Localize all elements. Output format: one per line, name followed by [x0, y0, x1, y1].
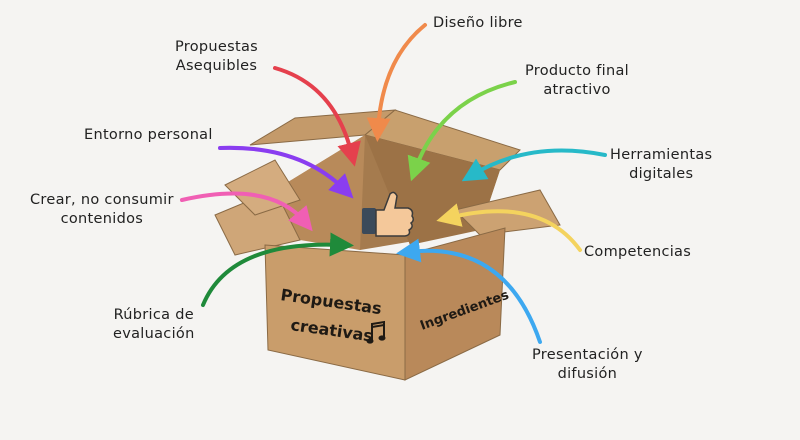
- label-producto-final-line2: atractivo: [543, 82, 611, 98]
- label-presentacion: Presentación y difusión: [532, 346, 643, 384]
- label-rubrica: Rúbrica de evaluación: [113, 306, 195, 344]
- arrow-diseno-libre: [366, 23, 427, 142]
- label-producto-final: Producto final atractivo: [525, 62, 629, 100]
- label-diseno-libre-line1: Diseño libre: [433, 15, 523, 31]
- label-herramientas-line2: digitales: [629, 166, 694, 182]
- thumbs-up-icon: [362, 191, 415, 237]
- label-propuestas-asequibles-line1: Propuestas: [175, 39, 258, 55]
- arrow-producto-final: [407, 80, 517, 182]
- music-notes-icon: [366, 320, 386, 344]
- label-diseno-libre: Diseño libre: [433, 14, 523, 33]
- arrow-competencias: [436, 203, 582, 252]
- label-entorno-personal-line1: Entorno personal: [84, 127, 213, 143]
- box-side-face: [404, 227, 506, 381]
- arrow-rubrica: [201, 232, 354, 307]
- label-competencias-line1: Competencias: [584, 244, 692, 260]
- label-propuestas-asequibles-line2: Asequibles: [175, 58, 258, 74]
- label-propuestas-asequibles: Propuestas Asequibles: [175, 38, 258, 76]
- arrow-herramientas: [461, 148, 607, 182]
- label-competencias: Competencias: [584, 243, 691, 262]
- arrow-crear-no-consumir: [180, 191, 313, 232]
- label-presentacion-line2: difusión: [557, 366, 618, 382]
- arrow-presentacion: [396, 238, 542, 344]
- label-producto-final-line1: Producto final: [525, 63, 629, 79]
- label-crear-no-consumir-line2: contenidos: [60, 211, 144, 227]
- arrow-propuestas-asequibles: [273, 66, 361, 167]
- label-herramientas-line1: Herramientas: [610, 147, 713, 163]
- arrow-entorno-personal: [218, 145, 354, 199]
- label-rubrica-line2: evaluación: [113, 326, 195, 342]
- box-front-face: [264, 244, 406, 381]
- label-entorno-personal: Entorno personal: [84, 126, 213, 145]
- label-herramientas: Herramientas digitales: [610, 146, 712, 184]
- label-crear-no-consumir-line1: Crear, no consumir: [30, 192, 174, 208]
- label-crear-no-consumir: Crear, no consumir contenidos: [30, 191, 174, 229]
- label-presentacion-line1: Presentación y: [532, 347, 643, 363]
- label-rubrica-line1: Rúbrica de: [113, 307, 194, 323]
